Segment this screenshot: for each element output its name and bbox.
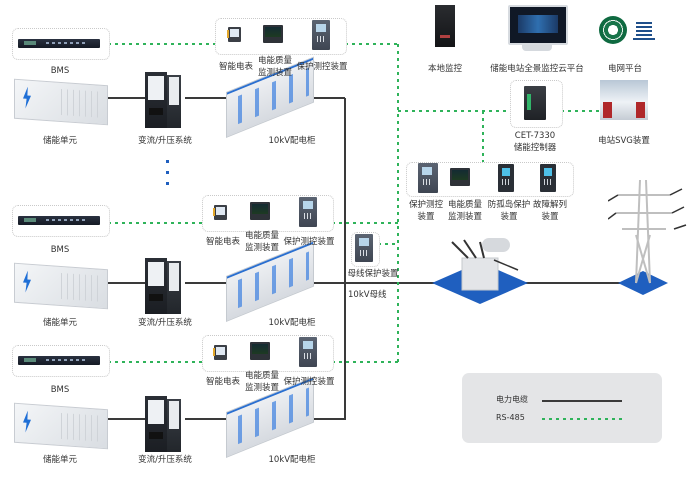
substation-device-label: 监测装置 — [447, 212, 482, 222]
switchgear-label: 10kV配电柜 — [268, 455, 316, 465]
grid-platform-label: 电网平台 — [607, 64, 642, 74]
pq-label-2: 监测装置 — [257, 68, 292, 78]
pq-label-2: 监测装置 — [244, 383, 279, 393]
svg-device-label: 电站SVG装置 — [598, 136, 650, 146]
power-quality-icon — [250, 342, 270, 360]
storage-unit-label: 储能单元 — [42, 455, 77, 465]
cloud-platform-monitor-icon — [508, 5, 568, 45]
state-grid-logo-icon — [599, 16, 627, 44]
anti-islanding-device-icon — [498, 164, 514, 192]
smart-meter-label: 智能电表 — [218, 62, 253, 72]
local-monitor-label: 本地监控 — [427, 64, 462, 74]
smart-meter-label: 智能电表 — [205, 377, 240, 387]
svg-device-photo — [600, 80, 648, 120]
switchgear-icon — [226, 240, 314, 322]
pq-label-1: 电能质量 — [244, 371, 279, 381]
smart-meter-icon — [213, 205, 227, 220]
substation-device-label: 电能质量 — [447, 200, 482, 210]
substation-device-label: 防孤岛保护 — [487, 200, 531, 210]
power-quality-icon — [263, 25, 283, 43]
bms-device-icon — [18, 356, 100, 365]
substation-device-label: 保护测控 — [408, 200, 443, 210]
pcs-cabinet-icon — [145, 396, 181, 452]
substation-device-label: 装置 — [417, 212, 435, 222]
protection-label: 保护测控装置 — [296, 62, 348, 72]
local-monitor-icon — [435, 5, 455, 47]
protection-label: 保护测控装置 — [283, 237, 335, 247]
southern-grid-logo-icon — [633, 20, 655, 42]
cet-controller-icon — [524, 86, 546, 120]
storage-unit-icon — [14, 262, 108, 310]
bms-label: BMS — [50, 245, 70, 255]
legend-label-rs485: RS-485 — [496, 413, 525, 422]
protection-device-icon — [418, 163, 438, 193]
substation-device-label: 故障解列 — [532, 200, 567, 210]
storage-unit-label: 储能单元 — [42, 318, 77, 328]
protection-device-icon — [312, 20, 330, 50]
controller-name-label: 储能控制器 — [513, 143, 557, 153]
substation-device-label: 装置 — [541, 212, 559, 222]
legend-dashed-line — [542, 418, 622, 420]
ellipsis-dot — [166, 160, 169, 163]
protection-device-icon — [299, 337, 317, 367]
protection-device-icon — [299, 197, 317, 227]
pq-label-1: 电能质量 — [257, 56, 292, 66]
switchgear-label: 10kV配电柜 — [268, 136, 316, 146]
smart-meter-icon — [213, 345, 227, 360]
smart-meter-icon — [227, 27, 241, 42]
transformer-icon — [432, 238, 528, 304]
pcs-label: 变流/升压系统 — [138, 318, 192, 328]
substation-device-label: 装置 — [500, 212, 518, 222]
ellipsis-dot — [166, 171, 169, 174]
transmission-tower-icon — [608, 179, 687, 295]
power-quality-icon — [250, 202, 270, 220]
storage-unit-icon — [14, 78, 108, 126]
legend-label-power-cable: 电力电缆 — [496, 395, 528, 404]
bms-device-icon — [18, 216, 100, 225]
switchgear-icon — [226, 56, 314, 138]
switchgear-icon — [226, 376, 314, 458]
bus-protection-icon — [355, 234, 373, 262]
storage-unit-icon — [14, 402, 108, 450]
bms-label: BMS — [50, 385, 70, 395]
fault-disconnect-device-icon — [540, 164, 556, 192]
switchgear-label: 10kV配电柜 — [268, 318, 316, 328]
storage-unit-label: 储能单元 — [42, 136, 77, 146]
smart-meter-label: 智能电表 — [205, 237, 240, 247]
bms-label: BMS — [50, 66, 70, 76]
ellipsis-dot — [166, 182, 169, 185]
controller-model-label: CET-7330 — [514, 131, 556, 141]
pq-label-1: 电能质量 — [244, 231, 279, 241]
bus-protection-label: 母线保护装置 — [347, 269, 399, 279]
pcs-label: 变流/升压系统 — [138, 136, 192, 146]
cloud-platform-label: 储能电站全景监控云平台 — [490, 64, 584, 74]
pcs-cabinet-icon — [145, 72, 181, 128]
pq-label-2: 监测装置 — [244, 243, 279, 253]
monitor-stand-icon — [522, 45, 552, 51]
pcs-cabinet-icon — [145, 258, 181, 314]
legend: 电力电缆 RS-485 — [462, 373, 662, 443]
pcs-label: 变流/升压系统 — [138, 455, 192, 465]
bus-label: 10kV母线 — [348, 290, 387, 300]
bms-device-icon — [18, 39, 100, 48]
power-quality-icon — [450, 168, 470, 186]
legend-solid-line — [542, 400, 622, 402]
protection-label: 保护测控装置 — [283, 377, 335, 387]
